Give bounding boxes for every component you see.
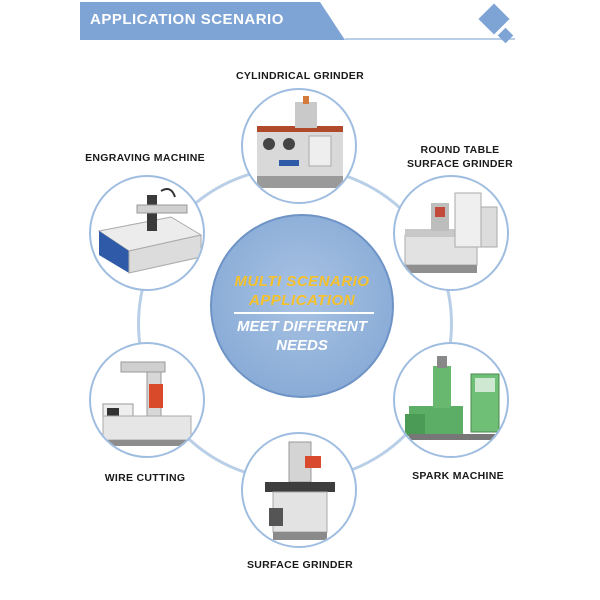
spark-machine-icon xyxy=(405,356,500,440)
label-surface-grinder: SURFACE GRINDER xyxy=(246,559,353,571)
label-wire-cutting: WIRE CUTTING xyxy=(104,472,186,484)
banner-shape xyxy=(80,2,345,40)
surface-grinder-icon xyxy=(265,441,335,540)
node-spark-machine[interactable] xyxy=(393,342,509,458)
wire-cutting-icon xyxy=(102,361,192,446)
label-round-table-line1: ROUND TABLE xyxy=(420,144,500,156)
header-banner: APPLICATION SCENARIO xyxy=(80,2,345,40)
label-round-table-line2: SURFACE GRINDER xyxy=(406,158,513,170)
label-spark-machine: SPARK MACHINE xyxy=(412,470,504,482)
header-divider xyxy=(345,38,515,40)
center-subtitle-line2: NEEDS xyxy=(276,337,328,354)
center-title-line2: APPLICATION xyxy=(248,292,356,309)
label-cylindrical-grinder: CYLINDRICAL GRINDER xyxy=(235,70,364,82)
node-round-table-grinder[interactable] xyxy=(393,175,509,291)
node-engraving-machine[interactable] xyxy=(89,175,205,291)
page-title: APPLICATION SCENARIO xyxy=(90,11,284,28)
center-divider xyxy=(234,312,374,314)
round-table-grinder-icon xyxy=(404,192,498,273)
node-cylindrical-grinder[interactable] xyxy=(241,88,357,204)
center-title-line1: MULTI SCENARIO xyxy=(234,273,370,290)
cylindrical-grinder-icon xyxy=(257,96,343,188)
node-surface-grinder[interactable] xyxy=(241,432,357,548)
label-engraving-machine: ENGRAVING MACHINE xyxy=(85,152,205,164)
node-wire-cutting[interactable] xyxy=(89,342,205,458)
engraving-machine-icon xyxy=(97,188,203,274)
center-disc: MULTI SCENARIO APPLICATION MEET DIFFEREN… xyxy=(210,214,394,398)
diamond-small-decoration-icon xyxy=(497,27,514,44)
center-subtitle-line1: MEET DIFFERENT xyxy=(237,318,367,335)
